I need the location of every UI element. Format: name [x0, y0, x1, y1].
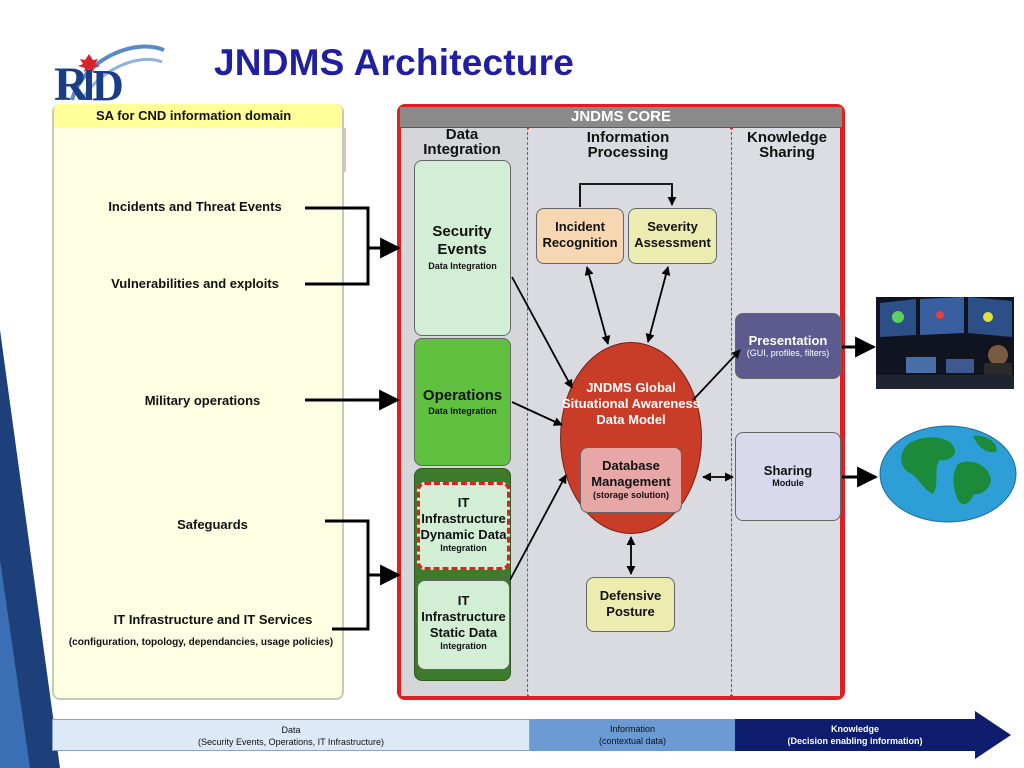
it-dynamic-subtitle: Integration: [440, 543, 487, 553]
source-safeguards: Safeguards: [177, 517, 248, 532]
incident-recognition-label: Incident Recognition: [542, 219, 618, 250]
defensive-posture-label: Defensive Posture: [599, 588, 662, 619]
it-static-title: IT Infrastructure Static Data: [421, 593, 506, 640]
sa-domain-title: SA for CND information domain: [54, 104, 342, 128]
operations-screen-graphic: [876, 297, 1014, 389]
it-dynamic-title: IT Infrastructure Dynamic Data: [420, 495, 507, 542]
severity-assessment-box: Severity Assessment: [628, 208, 717, 264]
operations-box: Operations Data Integration: [414, 338, 511, 466]
bottom-bar-knowledge-subtitle: (Decision enabling information): [787, 736, 923, 746]
svg-text:D: D: [92, 61, 124, 106]
globe-icon: [879, 425, 1017, 523]
bottom-bar-data-subtitle: (Security Events, Operations, IT Infrast…: [198, 737, 384, 747]
presentation-subtitle: (GUI, profiles, filters): [746, 348, 830, 358]
sharing-module-box: Sharing Module: [735, 432, 841, 521]
jndms-core-title: JNDMS CORE: [400, 107, 842, 127]
it-dynamic-data-box: IT Infrastructure Dynamic Data Integrati…: [417, 482, 510, 570]
source-incidents: Incidents and Threat Events: [108, 199, 282, 214]
operations-title: Operations: [422, 387, 503, 404]
database-management-box: Database Management (storage solution): [580, 447, 682, 513]
column-head-data-integration: Data Integration: [423, 126, 501, 158]
slide-corner-decoration-light: [0, 560, 30, 768]
it-static-subtitle: Integration: [440, 641, 487, 651]
operations-screen-image: [876, 297, 1014, 389]
source-it-infrastructure: IT Infrastructure and IT Services: [113, 612, 313, 627]
database-management-subtitle: (storage solution): [593, 490, 669, 500]
security-events-title: Security Events: [432, 223, 492, 258]
source-vulnerabilities: Vulnerabilities and exploits: [111, 276, 279, 291]
page-title: JNDMS Architecture: [214, 42, 574, 83]
bottom-bar-data: Data (Security Events, Operations, IT In…: [52, 719, 530, 751]
source-military-operations: Military operations: [144, 393, 261, 408]
bottom-bar-arrow-head: [975, 711, 1011, 759]
logo-icon: R D: [54, 44, 165, 106]
presentation-title: Presentation: [748, 333, 828, 348]
source-it-note: (configuration, topology, dependancies, …: [68, 637, 334, 648]
bottom-bar-knowledge: Knowledge (Decision enabling information…: [735, 719, 975, 751]
operations-subtitle: Data Integration: [428, 406, 497, 416]
bottom-bar-information-title: Information: [609, 724, 656, 734]
sa-domain-panel: [52, 104, 344, 700]
sharing-subtitle: Module: [772, 478, 804, 488]
defensive-posture-box: Defensive Posture: [586, 577, 675, 632]
security-events-box: Security Events Data Integration: [414, 160, 511, 336]
sharing-title: Sharing: [763, 463, 813, 478]
bottom-bar-knowledge-title: Knowledge: [830, 724, 879, 734]
bottom-bar-data-title: Data: [281, 725, 301, 735]
database-management-title: Database Management: [591, 458, 671, 489]
column-head-information-processing: Information Processing: [586, 129, 670, 161]
column-separator-1: [527, 127, 528, 697]
situational-awareness-label: JNDMS Global Situational Awareness Data …: [562, 380, 700, 427]
column-head-knowledge-sharing: Knowledge Sharing: [746, 129, 827, 161]
bottom-bar-information-subtitle: (contextual data): [598, 736, 667, 746]
knowledge-sharing-column: [733, 128, 840, 696]
security-events-subtitle: Data Integration: [428, 261, 497, 271]
sa-panel-tab-edge: [338, 128, 346, 172]
bottom-bar-information: Information (contextual data): [530, 719, 735, 751]
column-separator-2: [731, 127, 732, 697]
severity-assessment-label: Severity Assessment: [634, 219, 711, 250]
incident-recognition-box: Incident Recognition: [536, 208, 624, 264]
it-static-data-box: IT Infrastructure Static Data Integratio…: [417, 580, 510, 670]
presentation-box: Presentation (GUI, profiles, filters): [735, 313, 841, 379]
